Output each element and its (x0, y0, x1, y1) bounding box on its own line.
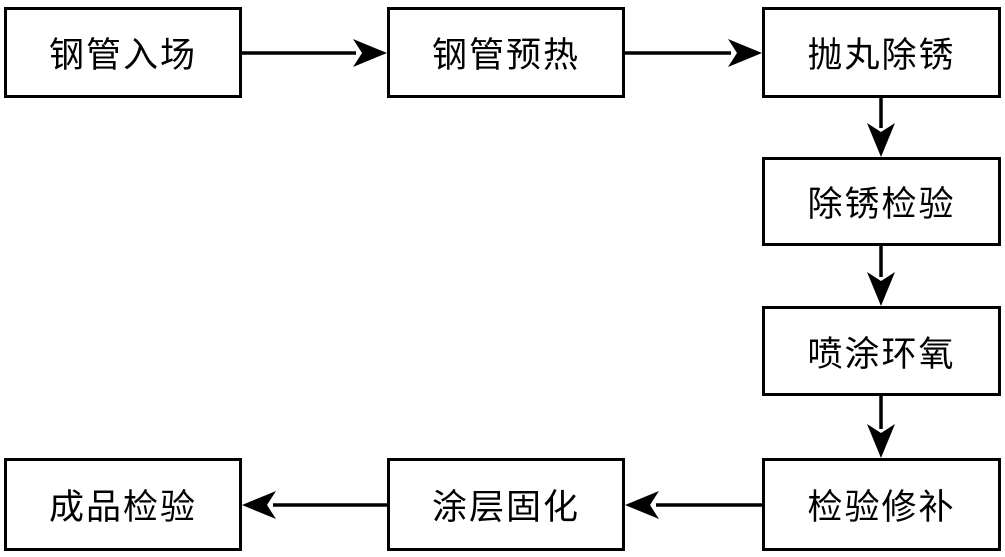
flow-node-epoxy-spraying: 喷涂环氧 (762, 306, 1001, 396)
flow-node-pipe-entry: 钢管入场 (4, 7, 242, 98)
arrow-derustinspect-to-epoxy (867, 246, 895, 306)
arrow-entry-to-preheat (242, 39, 387, 67)
flow-node-pipe-preheat: 钢管预热 (387, 7, 625, 98)
arrow-shotblast-to-derustinspect (867, 98, 895, 157)
arrow-inspectrepair-to-curing (625, 491, 762, 519)
flow-node-final-inspection: 成品检验 (4, 458, 242, 551)
flow-node-shot-blast-derust: 抛丸除锈 (762, 7, 1001, 98)
arrow-preheat-to-shotblast (625, 39, 762, 67)
flow-node-inspect-repair: 检验修补 (762, 458, 1001, 551)
arrow-curing-to-finalinspect (242, 491, 387, 519)
flow-node-label: 喷涂环氧 (807, 334, 956, 375)
flow-node-label: 检验修补 (807, 488, 956, 528)
flow-node-label: 钢管入场 (48, 36, 197, 76)
flow-node-label: 钢管预热 (431, 36, 580, 76)
arrow-epoxy-to-inspectrepair (867, 396, 895, 458)
flow-node-derust-inspection: 除锈检验 (762, 157, 1001, 246)
flow-node-label: 抛丸除锈 (807, 36, 956, 76)
flow-node-label: 除锈检验 (807, 185, 956, 225)
flow-node-coating-curing: 涂层固化 (387, 458, 625, 551)
flow-node-label: 涂层固化 (431, 488, 580, 528)
flow-node-label: 成品检验 (48, 488, 197, 528)
